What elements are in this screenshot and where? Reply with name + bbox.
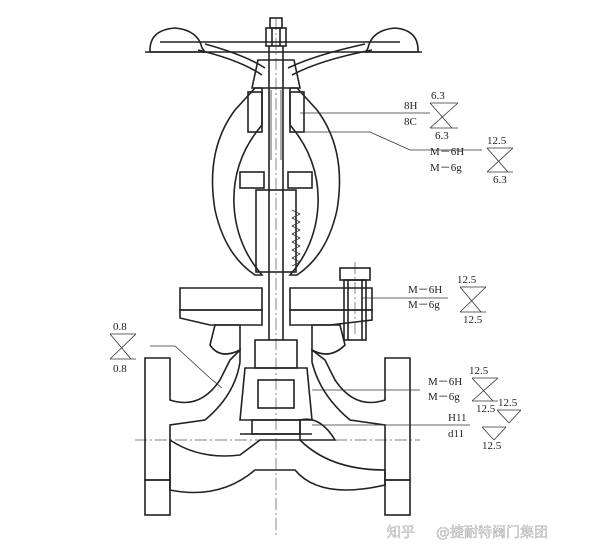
roughness-top: 12.5	[487, 135, 507, 147]
roughness-top: 12.5	[457, 274, 477, 286]
roughness-top: 0.8	[113, 321, 127, 333]
roughness-bottom: 12.5	[476, 403, 496, 415]
roughness-bottom: 12.5	[463, 314, 483, 326]
fit-code-top: M－6H	[430, 146, 464, 158]
roughness-bottom: 0.8	[113, 363, 127, 375]
watermark: 知乎 @捷耐特阀门集团	[387, 524, 548, 541]
valve-disc	[239, 339, 313, 435]
leader-lines	[150, 112, 482, 426]
fit-code-top: H11	[448, 412, 467, 424]
fit-code-bottom: 8C	[404, 116, 417, 128]
yoke	[211, 87, 341, 276]
callout-roughness-4: 0.8 0.8	[109, 321, 137, 375]
roughness-bottom: 6.3	[435, 130, 449, 142]
roughness-top: 6.3	[431, 90, 445, 102]
roughness-top: 12.5	[469, 365, 489, 377]
callout-fit-6: H11 d11 12.5 12.5	[448, 397, 522, 452]
roughness-bottom: 6.3	[493, 174, 507, 186]
callout-fit-3: M－6H M－6g 12.5 12.5	[408, 274, 487, 326]
bonnet	[179, 267, 373, 341]
fit-code-top: 8H	[404, 100, 418, 112]
watermark-handle: @捷耐特阀门集团	[436, 524, 548, 541]
callout-fit-5: M－6H M－6g 12.5 12.5	[428, 365, 499, 415]
fit-code-bottom: M－6g	[430, 162, 462, 174]
roughness-top: 12.5	[498, 397, 518, 409]
valve-body	[144, 324, 411, 516]
fit-code-bottom: d11	[448, 428, 464, 440]
callout-fit-2: M－6H M－6g 12.5 6.3	[430, 135, 514, 186]
callout-fit-1: 8H 8C 6.3 6.3	[404, 90, 459, 142]
fit-code-top: M－6H	[408, 284, 442, 296]
roughness-bottom: 12.5	[482, 440, 502, 452]
centerlines	[135, 18, 420, 535]
fit-code-bottom: M－6g	[428, 391, 460, 403]
fit-code-bottom: M－6g	[408, 299, 440, 311]
valve-stem	[268, 46, 284, 340]
fit-code-top: M－6H	[428, 376, 462, 388]
watermark-platform: 知乎	[387, 524, 415, 541]
